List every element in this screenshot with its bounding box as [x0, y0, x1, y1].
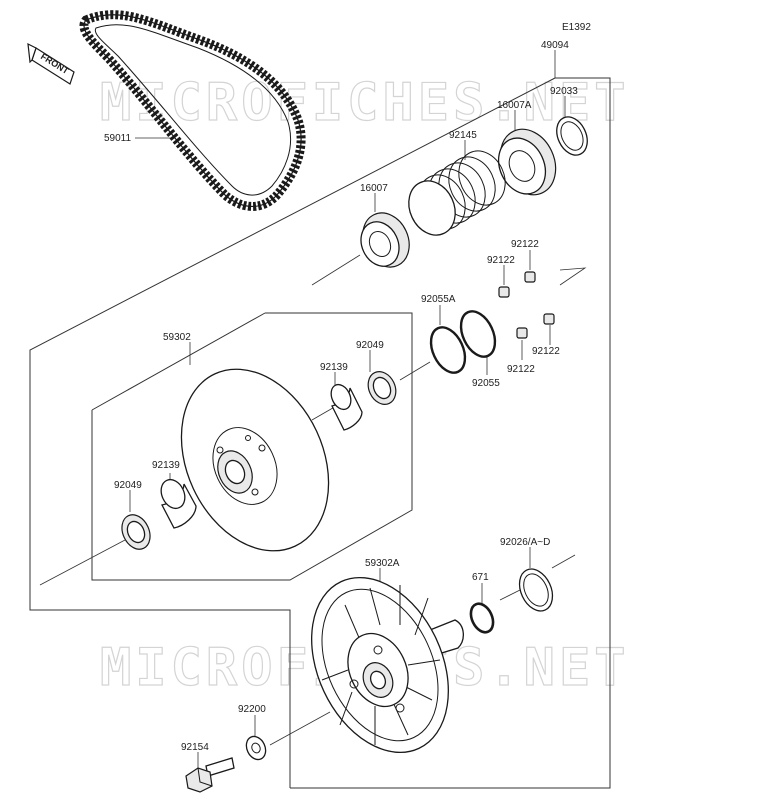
label-92122-b: 92122 [487, 255, 515, 266]
roller-92122-a [524, 271, 536, 283]
roller-92122-c [516, 327, 528, 339]
spring-92145 [408, 150, 506, 236]
frame-outer-left [29, 77, 556, 788]
frame-inner-box [91, 312, 413, 581]
frame-outer-right [290, 77, 611, 789]
sheave-59302 [180, 368, 330, 552]
oil-seal-92049-left [121, 514, 151, 550]
label-92200: 92200 [238, 704, 266, 715]
o-ring-92055 [459, 310, 497, 358]
label-59302: 59302 [163, 332, 191, 343]
diagram-code: E1392 [562, 22, 591, 33]
label-92049-left: 92049 [114, 480, 142, 491]
label-92033: 92033 [550, 86, 578, 97]
label-92049-top: 92049 [356, 340, 384, 351]
retaining-ring-92033 [556, 116, 588, 156]
label-92122-a: 92122 [511, 239, 539, 250]
front-arrow-icon: FRONT [27, 42, 75, 85]
frame-inner-top [91, 312, 266, 411]
label-92154: 92154 [181, 742, 209, 753]
roller-92122-d [543, 313, 555, 325]
bolt-92154 [185, 757, 235, 793]
label-59302A: 59302A [365, 558, 400, 569]
roller-92122-b [498, 286, 510, 298]
spring-seat-16007 [360, 212, 410, 268]
label-59011: 59011 [104, 133, 132, 144]
label-16007: 16007 [360, 183, 388, 194]
label-92139-top: 92139 [320, 362, 348, 373]
label-92122-c: 92122 [507, 364, 535, 375]
label-49094: 49094 [541, 40, 569, 51]
washer-92200 [245, 735, 267, 761]
label-92122-d: 92122 [532, 346, 560, 357]
spring-seat-16007A [497, 128, 557, 196]
washer-92026 [518, 568, 554, 612]
label-92055: 92055 [472, 378, 500, 389]
label-671: 671 [472, 572, 489, 583]
bushing-92139-top [330, 383, 363, 431]
label-92139-left: 92139 [152, 460, 180, 471]
label-92145: 92145 [449, 130, 477, 141]
label-92055A: 92055A [421, 294, 456, 305]
o-ring-92055A [429, 326, 467, 374]
drive-belt-59011 [79, 10, 306, 211]
watermark-top: MICROFICHES.NET [100, 73, 630, 133]
sheave-59302A [311, 576, 464, 754]
label-92026: 92026/A~D [500, 537, 550, 548]
oil-seal-92049-top [367, 371, 397, 405]
label-16007A: 16007A [497, 100, 532, 111]
bushing-92139-left [160, 478, 197, 529]
o-ring-671 [469, 602, 495, 634]
